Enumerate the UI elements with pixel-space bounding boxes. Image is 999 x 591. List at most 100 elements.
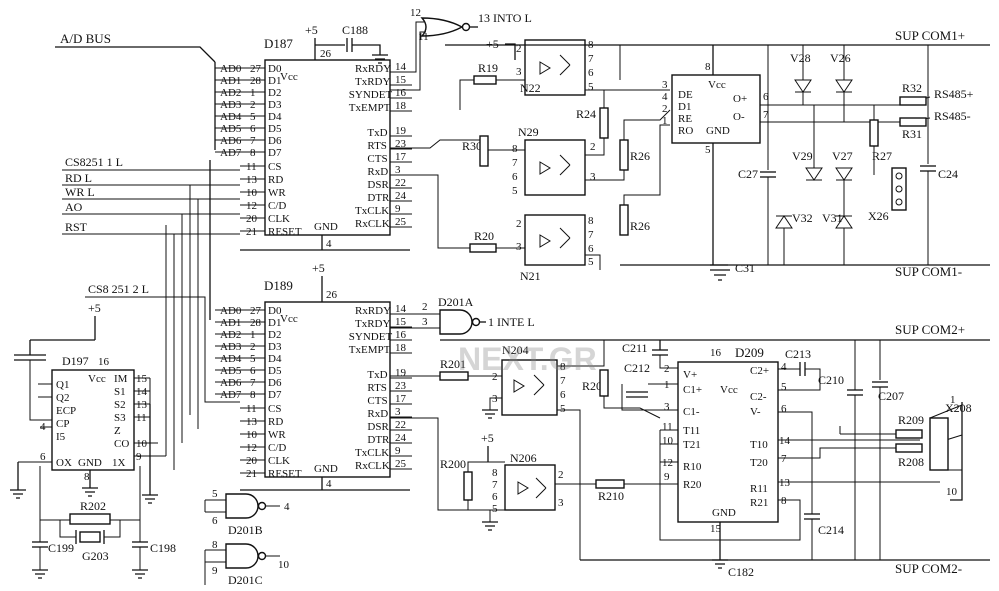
r26a-wire [623, 109, 671, 140]
d209-c2m: C2- [750, 391, 767, 403]
g203-wr [104, 520, 121, 538]
n21-transistor-icon [559, 227, 571, 249]
d189-pin-dtr: DTR [367, 434, 390, 446]
d187-pin-d0: D0 [268, 63, 282, 75]
n206-transistor-icon [535, 477, 547, 499]
d209-pin7: 7 [781, 453, 787, 465]
d197-im: IM [114, 373, 128, 385]
c210-label: C210 [818, 373, 844, 387]
n206-p5: +5 [481, 431, 494, 445]
d189-pinnum-cts: 17 [395, 393, 407, 405]
watermark: NEXT.GR [458, 341, 597, 377]
d201b-pin5: 5 [212, 488, 218, 500]
d201c-pin9: 9 [212, 565, 218, 577]
d187-pinnum-d4: 5 [250, 111, 256, 123]
d187-pinnum-cd: 12 [246, 200, 257, 212]
d208-d1: D1 [678, 101, 691, 113]
c31-label: C31 [735, 261, 755, 275]
rxd-wire [390, 174, 470, 249]
d197-s2: S2 [114, 399, 126, 411]
d187-pinnum-rxrdy: 14 [395, 61, 407, 73]
n29-pin6: 6 [512, 171, 518, 183]
r201-label: R201 [440, 357, 466, 371]
c213-label: C213 [785, 347, 811, 361]
d189-pin-txclk: TxCLK [355, 447, 389, 459]
r24-body [599, 107, 609, 139]
d189-bus-d7: AD7 [220, 389, 242, 401]
d209-pin4: 4 [781, 361, 787, 373]
d187-vcc-num: 26 [320, 48, 332, 60]
ao-label: AO [65, 200, 83, 214]
d189-pinnum-dtr: 24 [395, 432, 407, 444]
d209-pin8: 8 [781, 495, 787, 507]
inte-pin2: 2 [422, 301, 428, 313]
d197-cap-wire2 [29, 360, 52, 421]
d197-vcc: Vcc [88, 373, 106, 385]
d187-pin-rts: RTS [367, 140, 387, 152]
r31-label: R31 [902, 127, 922, 141]
d197-pin14: 14 [136, 386, 148, 398]
d209-pin11: 11 [662, 421, 673, 433]
n206-pin2: 2 [558, 469, 564, 481]
d209-pin3: 3 [664, 401, 670, 413]
d209-pin15: 15 [710, 523, 722, 535]
d189-pin-rxclk: RxCLK [355, 460, 390, 472]
d189-gnd-num: 4 [326, 478, 332, 490]
d187-pinnum-d6: 7 [250, 135, 256, 147]
n206-pin8: 8 [492, 467, 498, 479]
d187-pinnum-rts: 23 [395, 138, 407, 150]
r209-label: R209 [898, 413, 924, 427]
n206-label: N206 [510, 451, 537, 465]
d209-chip: D209 16 V+ C1+ C1- T11 T21 R10 R20 Vcc G… [440, 322, 990, 579]
x26-pin3 [895, 198, 903, 206]
n29-pin7: 7 [512, 157, 518, 169]
c211-label: C211 [622, 341, 648, 355]
r26a-label: R26 [630, 149, 650, 163]
n204-body [501, 359, 558, 416]
c27-label: C27 [738, 167, 758, 181]
d197-z: Z [114, 425, 121, 437]
d201b-label: D201B [228, 523, 263, 537]
d189-pinnum-d6: 7 [250, 377, 256, 389]
r32-body [899, 96, 927, 106]
d189-pinnum-txd: 19 [395, 367, 407, 379]
d209-pin10: 10 [662, 435, 674, 447]
c211-w2 [659, 355, 678, 369]
d189-pin-rxrdy: RxRDY [355, 305, 391, 317]
d197-s3: S3 [114, 412, 126, 424]
d187-pin-cs: CS [268, 161, 281, 173]
d187-pinnum-d3: 2 [250, 99, 256, 111]
rs485p-label: RS485+ [934, 87, 974, 101]
d197-i5: I5 [56, 431, 66, 443]
n29-pin8: 8 [512, 143, 518, 155]
d187-pinnum-d5: 6 [250, 123, 256, 135]
d187-bus-d0: AD0 [220, 63, 242, 75]
d189-bus-d3: AD3 [220, 341, 242, 353]
n22-transistor-icon [559, 54, 571, 76]
r210-label: R210 [598, 489, 624, 503]
d189-pinnum-d7: 8 [250, 389, 256, 401]
n204-transistor-icon [533, 374, 545, 396]
d189-ref: D189 [264, 278, 293, 293]
r26b-label: R26 [630, 219, 650, 233]
d187-pinnum-rxd: 3 [395, 164, 401, 176]
d189-pinnum-reset: 21 [246, 468, 257, 480]
d187-pinnum-d2: 1 [250, 87, 256, 99]
d187-bus-d4: AD4 [220, 111, 242, 123]
xtal-wire-right [120, 466, 141, 521]
n21-pin5: 5 [588, 256, 594, 268]
n204-pin7: 7 [560, 375, 566, 387]
r19-label: R19 [478, 61, 498, 75]
d209-c1m: C1- [683, 406, 700, 418]
ad-bus-group: A/D BUS [55, 31, 216, 320]
r209-body [895, 429, 923, 439]
v26-diode-icon [835, 79, 853, 93]
n29-pin5: 5 [512, 185, 518, 197]
d201bc-gates: 4 5 6 D201B 10 8 9 D201C [204, 488, 290, 587]
n22-pin3: 3 [516, 66, 522, 78]
x208-pins [929, 417, 949, 471]
